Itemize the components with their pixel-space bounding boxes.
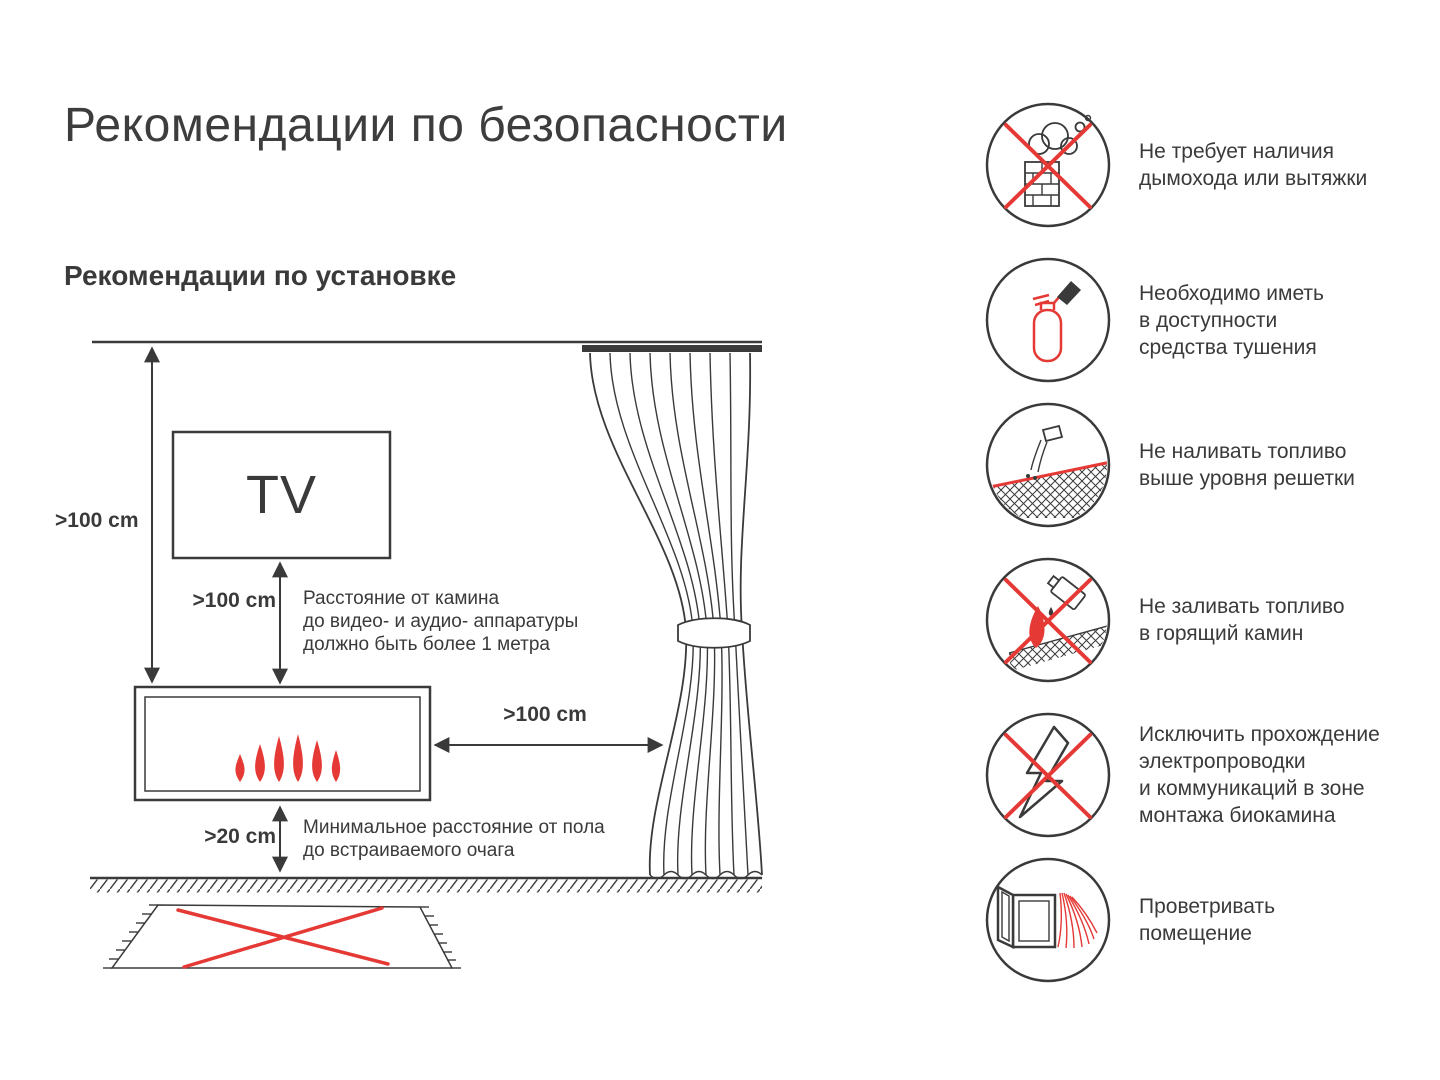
ceiling-distance-label: >100 cm xyxy=(55,509,139,532)
safety-text: Не наливать топливо выше уровня решетки xyxy=(1139,440,1355,490)
safety-item-ventilate: Проветривать помещение xyxy=(983,855,1440,985)
safety-text: Проветривать помещение xyxy=(1139,895,1276,945)
safety-item-no-chimney: Не требует наличия дымохода или вытяжки xyxy=(983,100,1440,230)
page-title: Рекомендации по безопасности xyxy=(64,99,788,152)
floor-hatch xyxy=(90,879,762,893)
no-wiring-icon xyxy=(985,712,1111,838)
flames xyxy=(235,734,341,782)
ventilate-icon xyxy=(985,857,1111,983)
safety-item-no-refuel: Не заливать топливо в горящий камин xyxy=(983,555,1440,685)
safety-item-no-wiring: Исключить прохождение электропроводки и … xyxy=(983,710,1440,840)
no-refuel-burning-icon xyxy=(985,557,1111,683)
tv-distance-label: >100 cm xyxy=(192,589,277,612)
tv-label: TV xyxy=(245,465,317,525)
installation-diagram xyxy=(90,340,763,969)
floor-distance-note: Минимальное расстояние от пола до встраи… xyxy=(303,817,605,861)
tv-box xyxy=(171,430,392,560)
safety-text: Необходимо иметь в доступности средства … xyxy=(1139,281,1324,359)
rug-crossed xyxy=(103,904,461,969)
fire-extinguisher-icon xyxy=(985,257,1111,383)
curtain xyxy=(589,352,763,880)
safety-item-extinguisher: Необходимо иметь в доступности средства … xyxy=(983,255,1440,385)
safety-text: Не заливать топливо в горящий камин xyxy=(1139,595,1345,645)
safety-item-fuel-level: Не наливать топливо выше уровня решетки xyxy=(983,400,1440,530)
safety-text: Исключить прохождение электропроводки и … xyxy=(1139,723,1380,827)
no-chimney-icon xyxy=(985,102,1111,228)
fireplace xyxy=(133,685,432,802)
installation-subtitle: Рекомендации по установке xyxy=(64,260,457,291)
fuel-level-icon xyxy=(985,402,1111,528)
curtain-tie xyxy=(677,617,751,649)
curtain-rod xyxy=(582,345,762,352)
tv-distance-note: Расстояние от камина до видео- и аудио- … xyxy=(303,588,579,655)
floor-distance-label: >20 cm xyxy=(204,825,276,848)
safety-text: Не требует наличия дымохода или вытяжки xyxy=(1139,140,1368,190)
side-distance-label: >100 cm xyxy=(503,703,587,726)
